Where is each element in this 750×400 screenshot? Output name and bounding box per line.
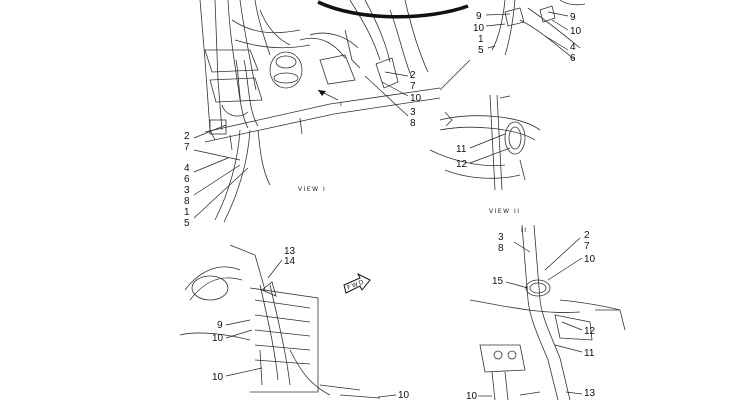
callout-left-7: 7: [184, 142, 190, 153]
callout-mid-8: 8: [410, 118, 416, 129]
view-marker-1: I: [340, 101, 343, 108]
callout-mid-10: 10: [410, 93, 422, 104]
callout-br-10: 10: [584, 254, 596, 265]
view-1-caption: VIEW I: [298, 186, 326, 193]
callout-left-3: 3: [184, 185, 190, 196]
callout-br-3: 3: [498, 232, 504, 243]
callout-bl-14: 14: [284, 256, 296, 267]
callout-mid-2: 2: [410, 70, 416, 81]
radiator-detail: [179, 244, 381, 399]
callout-bl-9: 9: [217, 320, 223, 331]
callout-tr-9b: 9: [570, 12, 576, 23]
callout-left-5: 5: [184, 218, 190, 229]
callout-labels: 9 10 1 5 9 10 4 6 2 7 10 3 8 2 7 4 6 3 8…: [184, 11, 596, 400]
callout-tr-6: 6: [570, 53, 576, 64]
bottom-right-hose-detail: [469, 224, 626, 400]
callout-tr-5: 5: [478, 45, 484, 56]
callout-br-15: 15: [492, 276, 504, 287]
callout-left-4: 4: [184, 163, 190, 174]
view-2-caption: VIEW II: [489, 208, 521, 215]
leader-lines: [193, 11, 583, 398]
callout-bl-10b: 10: [212, 372, 224, 383]
callout-bl-13: 13: [284, 246, 296, 257]
callout-br-11: 11: [584, 348, 595, 359]
forward-arrow: [343, 272, 371, 294]
callout-clamp-12: 12: [456, 159, 468, 170]
callout-tr-10a: 10: [473, 23, 485, 34]
callout-bl-10c: 10: [398, 390, 410, 400]
callout-br-13: 13: [584, 388, 596, 399]
callout-mid-7: 7: [410, 81, 416, 92]
callout-tr-1: 1: [478, 34, 484, 45]
fwd-label: FWD: [346, 278, 366, 291]
view-marker-2: II: [521, 227, 528, 234]
callout-clamp-11: 11: [456, 144, 467, 155]
clamp-detail: [429, 94, 541, 191]
callout-left-8: 8: [184, 196, 190, 207]
callout-bl-10a: 10: [212, 333, 224, 344]
callout-tr-4: 4: [570, 42, 576, 53]
callout-tr-9a: 9: [476, 11, 482, 22]
callout-br-2: 2: [584, 230, 590, 241]
top-right-hose-detail: [491, 0, 586, 61]
callout-br-10b: 10: [466, 391, 478, 400]
callout-mid-3: 3: [410, 107, 416, 118]
view-captions: VIEW I VIEW II I II FWD: [298, 101, 528, 292]
callout-tr-10b: 10: [570, 26, 582, 37]
callout-left-1: 1: [184, 207, 190, 218]
callout-br-12: 12: [584, 326, 596, 337]
callout-left-2: 2: [184, 131, 190, 142]
callout-br-7: 7: [584, 241, 590, 252]
callout-left-6: 6: [184, 174, 190, 185]
callout-br-8: 8: [498, 243, 504, 254]
engine-assembly: [199, 0, 471, 223]
